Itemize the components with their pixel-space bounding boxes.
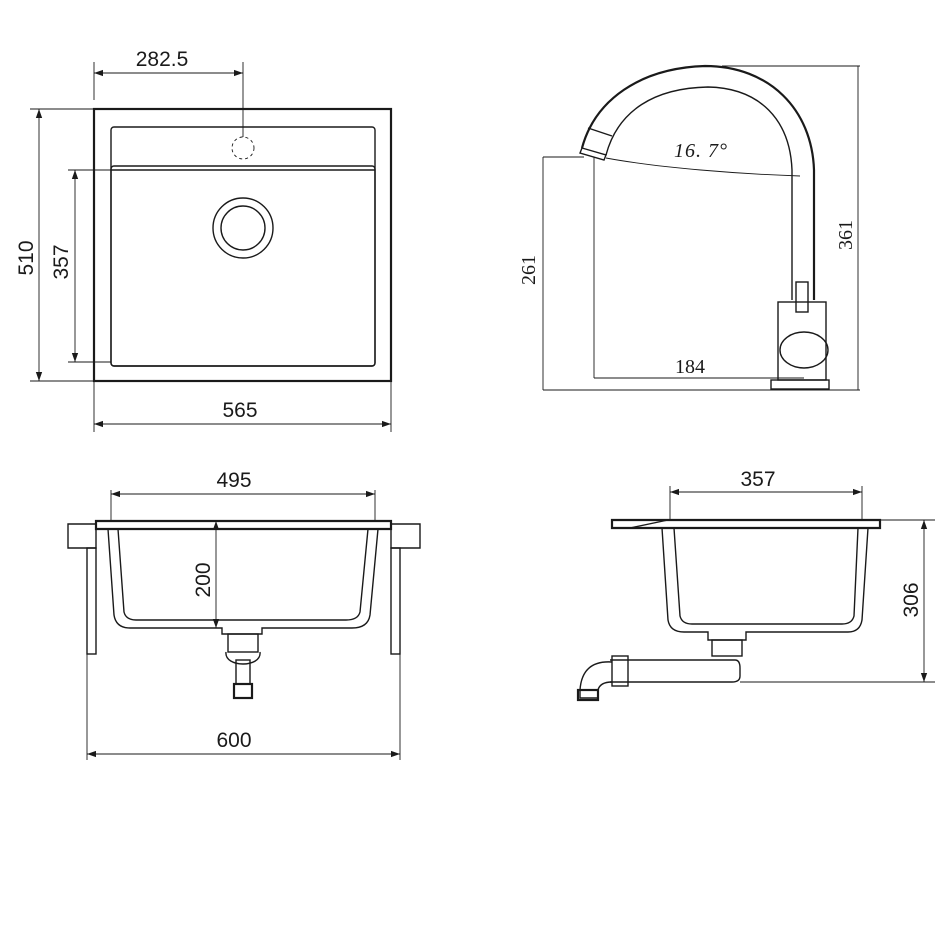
drain-trap <box>225 651 261 665</box>
side-rim <box>610 518 882 530</box>
dim-spout-height: 261 <box>518 255 540 285</box>
waste-pipe <box>610 659 741 683</box>
cabinet-right <box>390 547 401 655</box>
spout-inner <box>605 86 793 300</box>
drain-inner <box>220 205 266 251</box>
bowl-outline <box>110 165 376 367</box>
front-section: 495 200 600 <box>67 469 421 760</box>
worktop-left <box>67 523 97 549</box>
side-bowl-inner <box>673 527 859 625</box>
sink-rim <box>110 126 376 367</box>
worktop-right <box>390 523 421 549</box>
dim-total-height: 306 <box>900 582 923 617</box>
pipe-nut <box>611 655 629 687</box>
dim-side-bowl-width: 357 <box>740 468 775 491</box>
rim-slope <box>629 519 669 529</box>
dim-spout-angle: 16. 7° <box>674 140 728 162</box>
tap-base <box>770 379 830 390</box>
spout-tip <box>579 147 607 161</box>
sink-outline <box>92 107 393 383</box>
dim-tap-height: 361 <box>835 220 857 250</box>
bowl-outer <box>107 528 379 635</box>
dim-reach: 184 <box>675 356 705 378</box>
dim-front-bowl-width: 495 <box>216 469 251 492</box>
side-drain <box>711 639 743 657</box>
drain-body <box>227 633 259 653</box>
spout-band <box>587 127 613 137</box>
top-view: 282.5 510 357 565 <box>15 48 393 432</box>
bowl-inner <box>117 528 369 621</box>
dim-width: 565 <box>222 399 257 422</box>
angle-arc <box>605 157 801 177</box>
tap-hole <box>231 136 255 160</box>
sink-rim <box>94 519 393 531</box>
spout-outer <box>580 64 816 300</box>
tap-view: 16. 7° 261 361 184 <box>518 64 860 391</box>
dim-bowl-length: 357 <box>50 244 73 279</box>
dim-height: 510 <box>15 240 38 275</box>
side-bowl-outer <box>661 527 869 641</box>
dim-cabinet: 600 <box>216 729 251 752</box>
cabinet-left <box>86 547 97 655</box>
pipe-outlet <box>576 688 600 702</box>
drain-outlet <box>232 682 254 700</box>
tap-lever <box>779 331 829 369</box>
dim-depth: 200 <box>192 562 215 597</box>
drain-outer <box>212 197 274 259</box>
pipe-elbow <box>579 661 613 699</box>
dim-tap-offset: 282.5 <box>136 48 189 71</box>
side-section: 357 306 <box>576 468 935 702</box>
tap-stem <box>795 281 809 313</box>
